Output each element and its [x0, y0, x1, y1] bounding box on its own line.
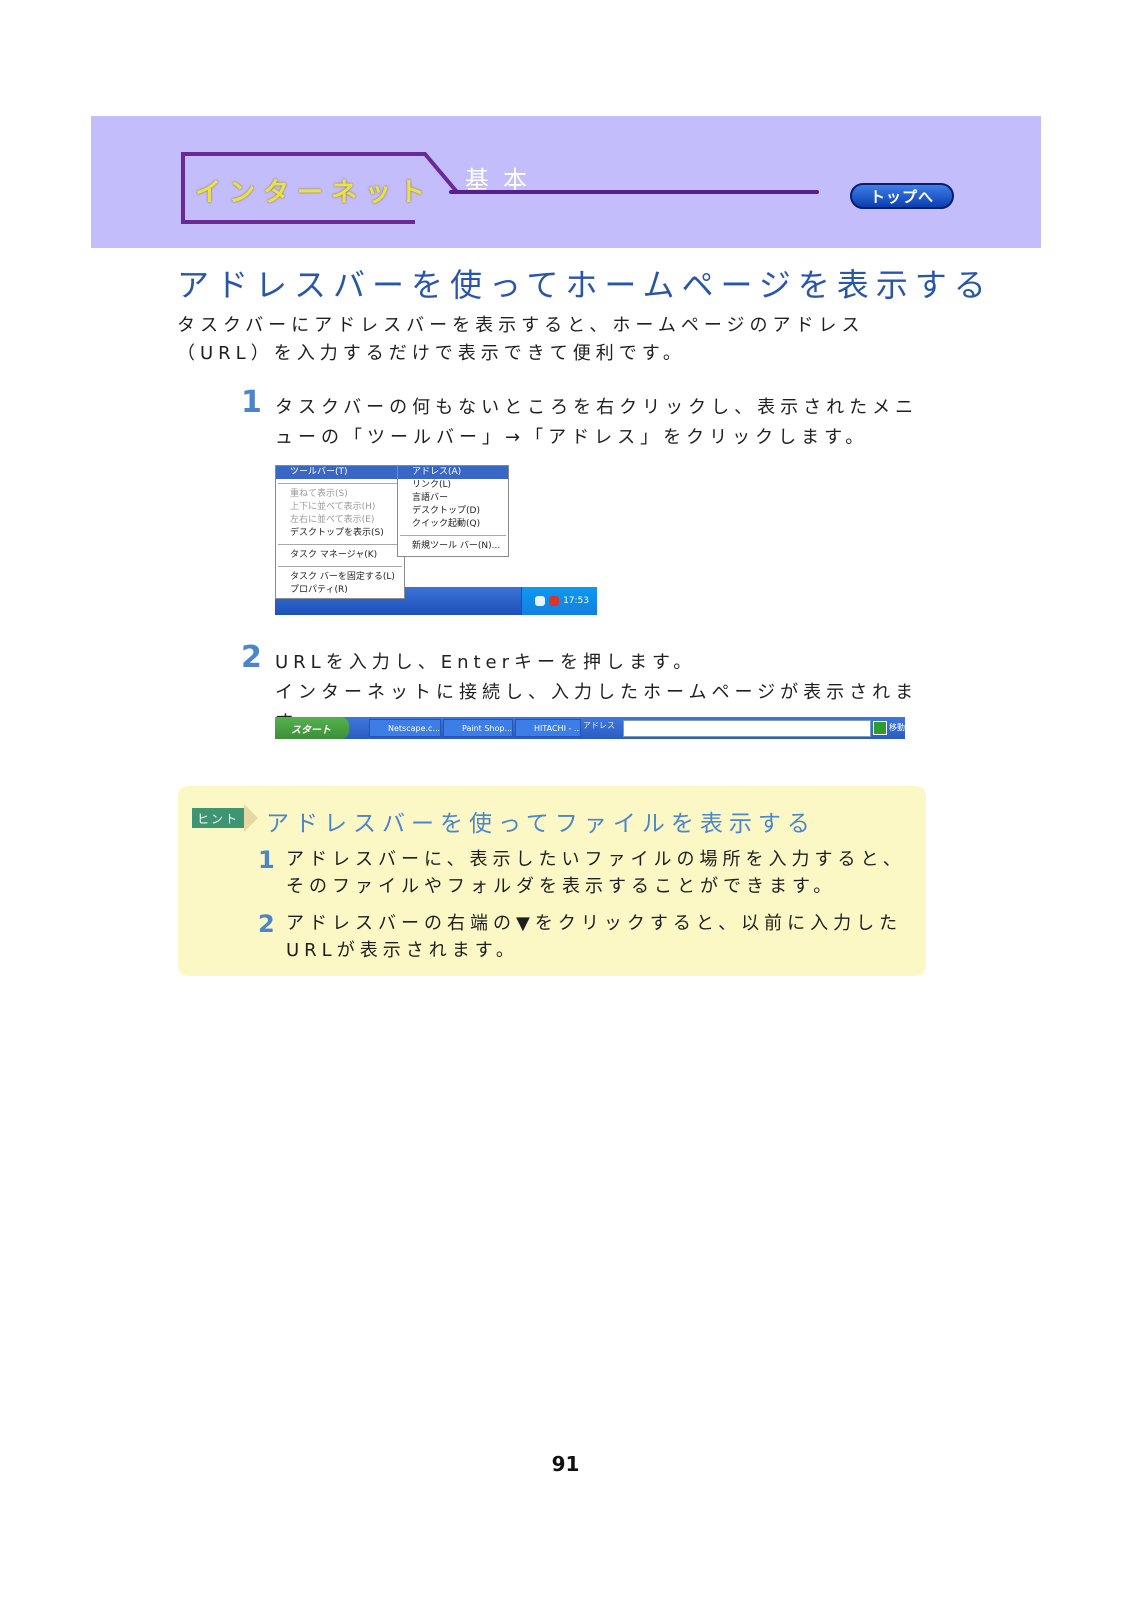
header-divider — [449, 190, 819, 194]
hint-arrow-icon — [244, 804, 258, 832]
menu-item-tile-vertical[interactable]: 左右に並べて表示(E) — [290, 515, 375, 525]
submenu-item-quick-launch[interactable]: クイック起動(Q) — [412, 519, 481, 529]
hint-item-1-number: 1 — [258, 846, 275, 874]
hint-item-1-text: アドレスバーに、表示したいファイルの場所を入力すると、そのファイルやフォルダを表… — [286, 849, 906, 897]
go-label: 移動 — [889, 723, 905, 732]
context-menu-main: ツールバー(T) 重ねて表示(S) 上下に並べて表示(H) 左右に並べて表示(E… — [275, 465, 405, 599]
address-bar-screenshot: スタート Netscape.c... Paint Shop... HITACHI… — [275, 717, 905, 739]
submenu-item-language-bar[interactable]: 言語バー — [412, 493, 449, 503]
hint-item-2-text: アドレスバーの右端の▼をクリックすると、以前に入力したURLが表示されます。 — [286, 913, 903, 961]
chapter-title: インターネット — [195, 178, 434, 208]
chapter-header: インターネット 基本 トップへ — [91, 116, 1041, 248]
submenu-item-new-toolbar[interactable]: 新規ツール バー(N)... — [412, 541, 501, 551]
tray-icon — [549, 596, 560, 606]
tray-clock: 17:53 — [563, 596, 589, 606]
address-input[interactable] — [623, 720, 871, 737]
taskbar-task-paintshop[interactable]: Paint Shop... — [443, 719, 513, 737]
taskbar-task-netscape[interactable]: Netscape.c... — [369, 719, 441, 737]
menu-item-task-manager[interactable]: タスク マネージャ(K) — [290, 550, 378, 560]
go-button[interactable]: 移動 — [873, 720, 905, 735]
intro-text: タスクバーにアドレスバーを表示すると、ホームページのアドレス（URL）を入力する… — [177, 315, 865, 364]
page-title: アドレスバーを使ってホームページを表示する — [177, 266, 993, 304]
context-submenu-toolbar: アドレス(A) リンク(L) 言語バー デスクトップ(D) クイック起動(Q) … — [397, 465, 509, 557]
taskbar-task-hitachi[interactable]: HITACHI - ... — [515, 719, 581, 737]
step-2-number: 2 — [241, 640, 262, 675]
section-label: 基本 — [465, 166, 541, 194]
menu-separator — [278, 566, 402, 567]
tray-icon — [535, 596, 546, 606]
menu-separator — [400, 535, 506, 536]
menu-item-properties[interactable]: プロパティ(R) — [290, 585, 348, 595]
context-menu-screenshot: 17:53 ツールバー(T) 重ねて表示(S) 上下に並べて表示(H) 左右に並… — [275, 465, 597, 615]
step-2-text-line1: URLを入力し、Enterキーを押します。 — [275, 652, 697, 673]
step-1-text: タスクバーの何もないところを右クリックし、表示されたメニューの「ツールバー」→「… — [275, 397, 919, 448]
chapter-tab-frame — [181, 152, 415, 224]
submenu-item-links[interactable]: リンク(L) — [412, 480, 452, 490]
hint-badge: ヒント — [192, 808, 244, 828]
menu-separator — [278, 544, 402, 545]
hint-item-2-number: 2 — [258, 910, 275, 938]
address-label: アドレス — [583, 721, 615, 730]
hint-title: アドレスバーを使ってファイルを表示する — [266, 811, 816, 837]
submenu-item-desktop[interactable]: デスクトップ(D) — [412, 506, 480, 516]
menu-item-lock-taskbar[interactable]: タスク バーを固定する(L) — [290, 572, 395, 582]
menu-item-tile-horizontal[interactable]: 上下に並べて表示(H) — [290, 502, 376, 512]
system-tray: 17:53 — [521, 587, 597, 615]
go-arrow-icon — [873, 720, 887, 735]
menu-separator — [278, 483, 402, 484]
menu-item-toolbar[interactable]: ツールバー(T) — [276, 466, 404, 479]
chapter-tab-slant — [411, 152, 459, 194]
menu-item-cascade[interactable]: 重ねて表示(S) — [290, 489, 348, 499]
top-button[interactable]: トップへ — [850, 183, 954, 209]
menu-item-show-desktop[interactable]: デスクトップを表示(S) — [290, 528, 384, 538]
page-number: 91 — [551, 1452, 580, 1476]
start-button[interactable]: スタート — [275, 717, 349, 739]
hint-box: ヒント アドレスバーを使ってファイルを表示する 1 アドレスバーに、表示したいフ… — [178, 786, 926, 976]
step-1-number: 1 — [241, 385, 262, 420]
submenu-item-address[interactable]: アドレス(A) — [398, 466, 508, 479]
